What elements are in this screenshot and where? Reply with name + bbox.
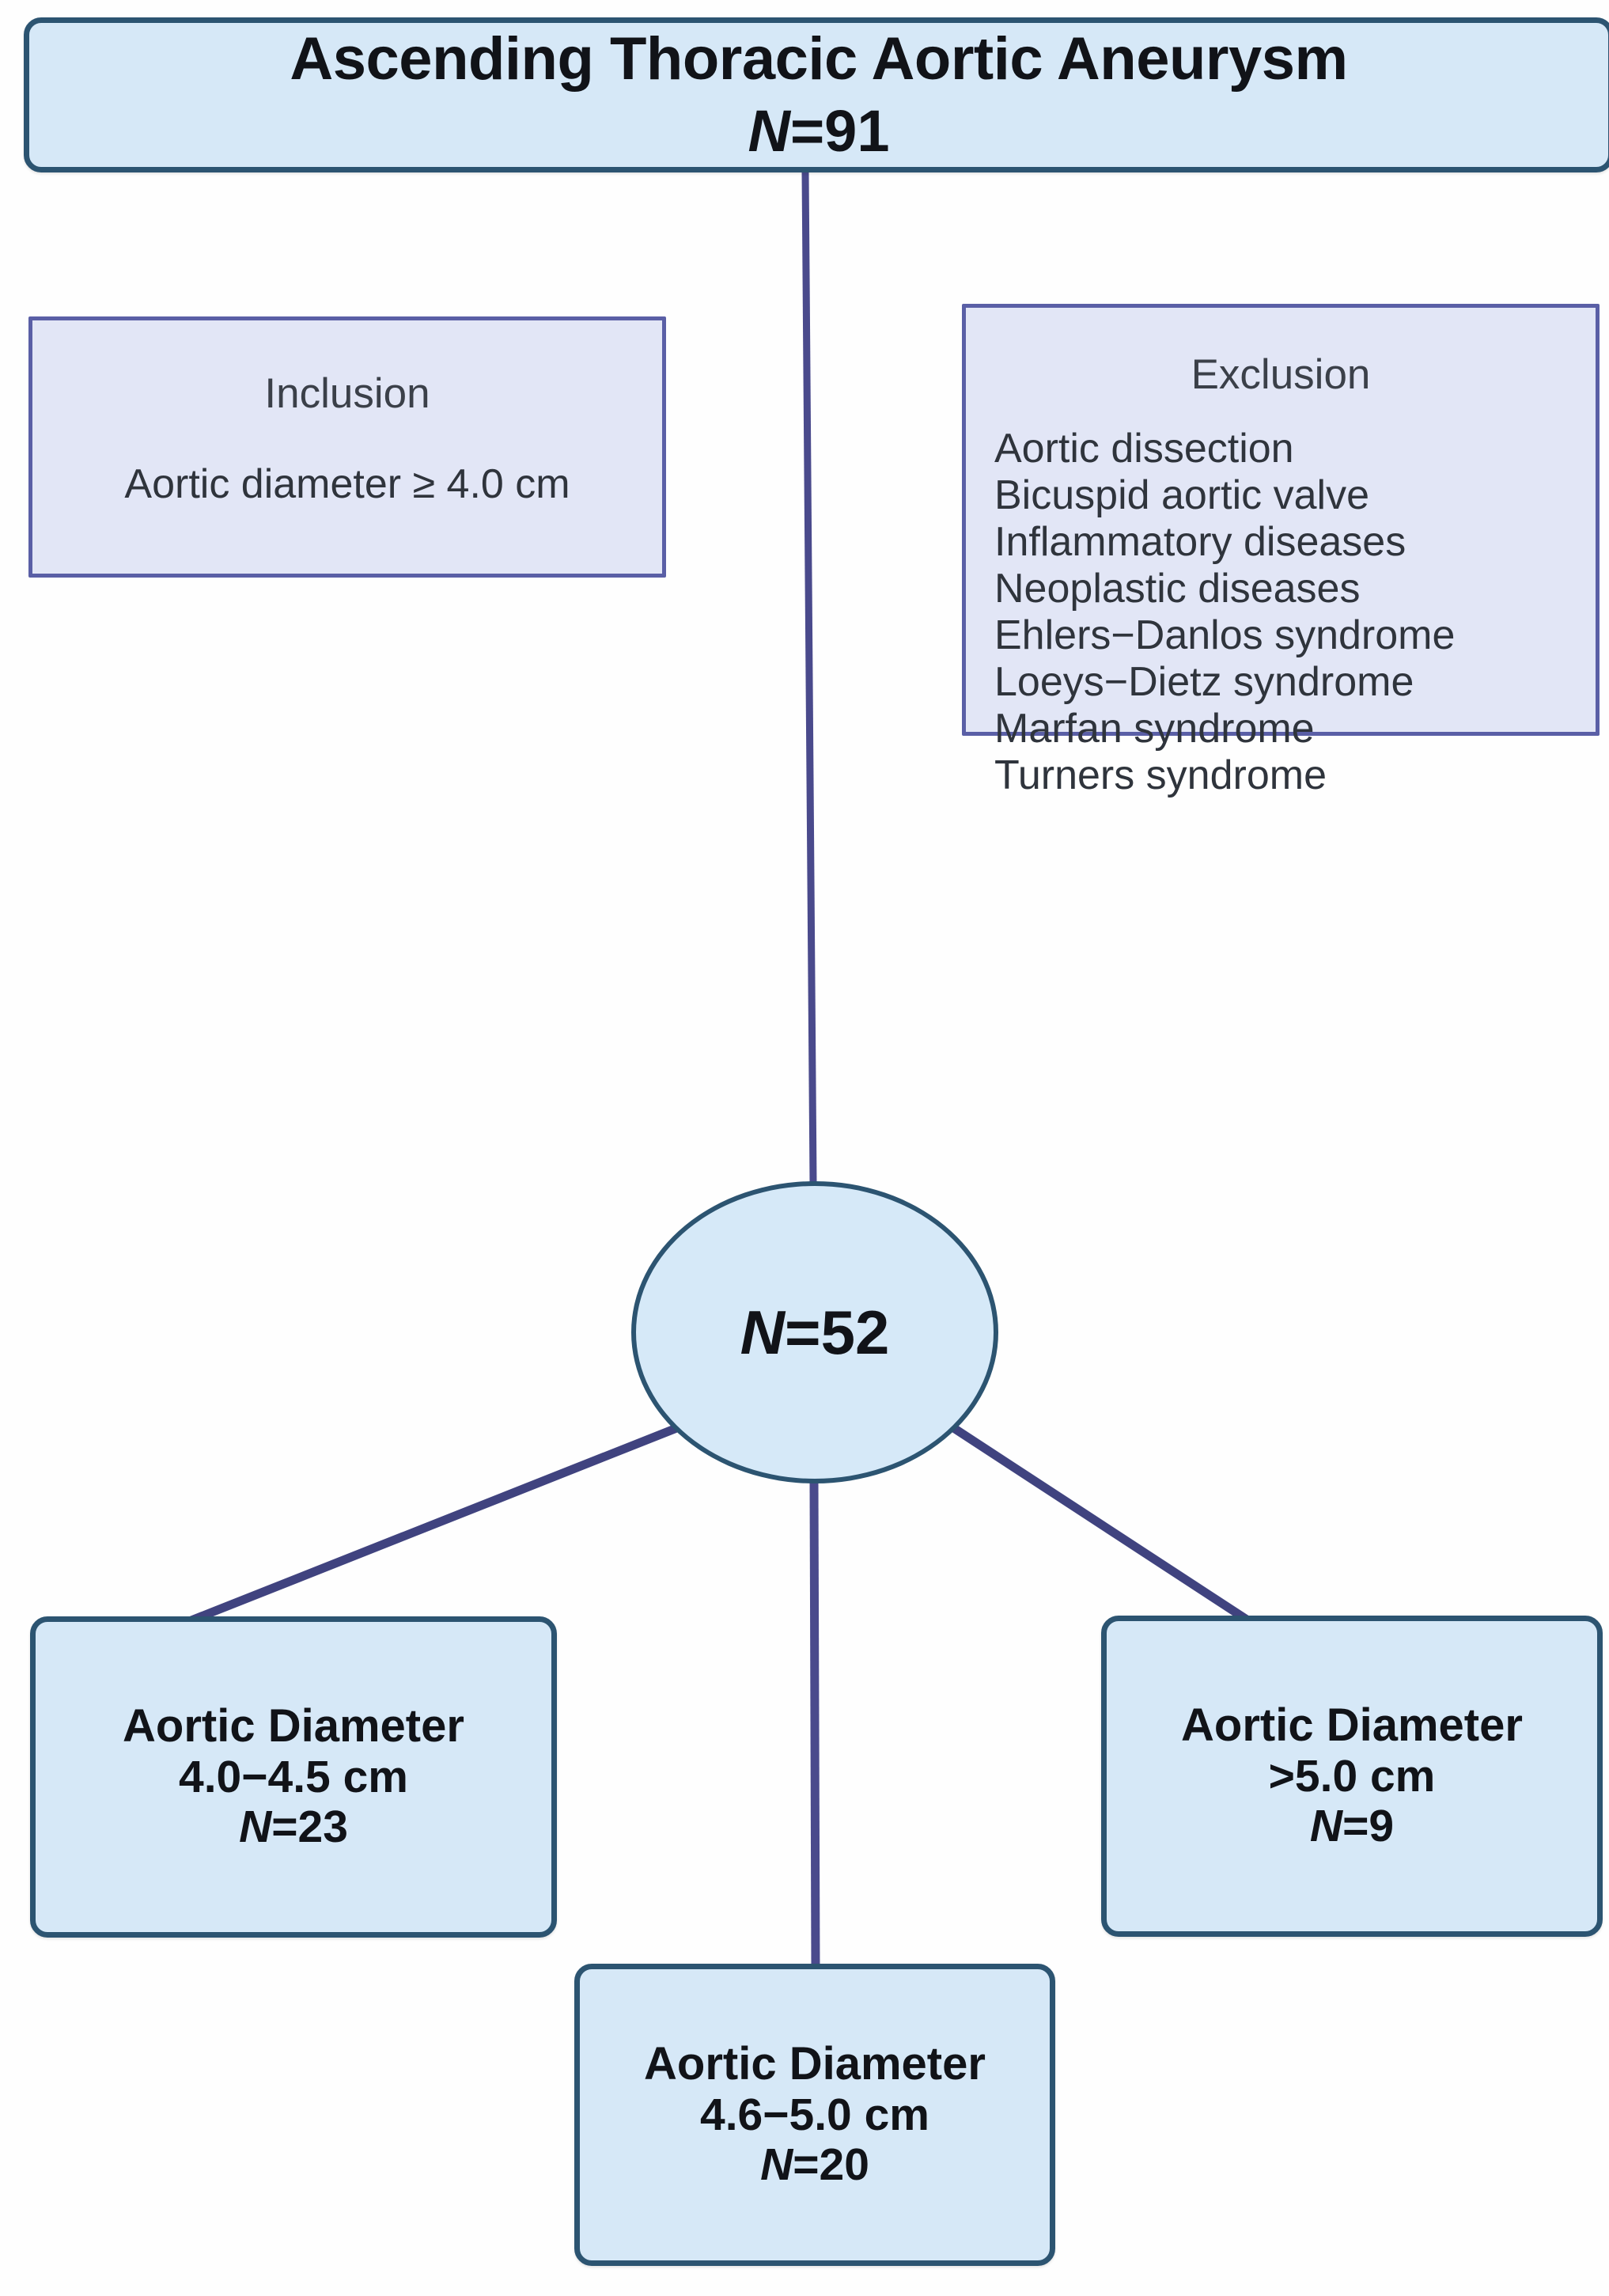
cohort-n-symbol: N [740, 1297, 786, 1367]
exclusion-criteria-box[interactable]: Exclusion Aortic dissection Bicuspid aor… [962, 304, 1600, 798]
group-mid-n-symbol: N [760, 2139, 793, 2191]
group-mid-title: Aortic Diameter [644, 2037, 986, 2090]
group-left-n-symbol: N [239, 1802, 272, 1853]
group-mid-range: 4.6−5.0 cm [700, 2089, 929, 2140]
connector-cohort-to-mid-group [809, 1480, 820, 1970]
group-left-n-value: =23 [271, 1802, 348, 1853]
cohort-node-count: N=52 [740, 1297, 890, 1369]
exclusion-criteria-list: Aortic dissection Bicuspid aortic valve … [966, 426, 1596, 799]
group-node-aortic-diameter-over-5-0[interactable]: Aortic Diameter >5.0 cm N=9 [1101, 1616, 1603, 1937]
root-node-ascending-thoracic-aortic-aneurysm[interactable]: Ascending Thoracic Aortic Aneurysm N=91 [24, 17, 1609, 172]
inclusion-heading: Inclusion [264, 370, 430, 417]
group-node-aortic-diameter-4-6-5-0[interactable]: Aortic Diameter 4.6−5.0 cm N=20 [574, 1964, 1055, 2266]
group-right-n-symbol: N [1309, 1801, 1343, 1852]
list-item: Aortic dissection [994, 426, 1294, 472]
root-node-label: Ascending Thoracic Aortic Aneurysm [290, 25, 1348, 93]
list-item: Neoplastic diseases [994, 566, 1361, 612]
inclusion-criteria-box[interactable]: Inclusion Aortic diameter ≥ 4.0 cm [28, 316, 666, 578]
connector-root-to-cohort [801, 172, 817, 1184]
group-right-title: Aortic Diameter [1181, 1699, 1523, 1751]
root-node-n-value: =91 [789, 98, 890, 165]
list-item: Marfan syndrome [994, 706, 1315, 752]
cohort-node-final-sample[interactable]: N=52 [631, 1181, 998, 1483]
connector-cohort-to-left-group [189, 1419, 689, 1625]
group-left-count: N=23 [239, 1802, 348, 1853]
group-right-n-value: =9 [1342, 1801, 1395, 1852]
group-left-range: 4.0−4.5 cm [179, 1751, 408, 1802]
list-item: Ehlers−Danlos syndrome [994, 612, 1456, 659]
list-item: Inflammatory diseases [994, 519, 1406, 566]
list-item: Loeys−Dietz syndrome [994, 659, 1414, 706]
list-item: Turners syndrome [994, 752, 1327, 799]
exclusion-heading: Exclusion [1191, 351, 1371, 398]
list-item: Bicuspid aortic valve [994, 472, 1369, 519]
cohort-n-value: =52 [785, 1297, 890, 1367]
root-node-count: N=91 [748, 97, 890, 165]
inclusion-criterion: Aortic diameter ≥ 4.0 cm [124, 461, 570, 507]
group-node-aortic-diameter-4-0-4-5[interactable]: Aortic Diameter 4.0−4.5 cm N=23 [30, 1616, 557, 1938]
root-node-n-symbol: N [748, 98, 790, 165]
group-right-count: N=9 [1310, 1802, 1394, 1852]
group-left-title: Aortic Diameter [123, 1699, 464, 1752]
group-mid-count: N=20 [760, 2140, 869, 2191]
connector-cohort-to-right-group [942, 1419, 1250, 1623]
group-right-range: >5.0 cm [1268, 1750, 1436, 1802]
group-mid-n-value: =20 [793, 2139, 869, 2191]
